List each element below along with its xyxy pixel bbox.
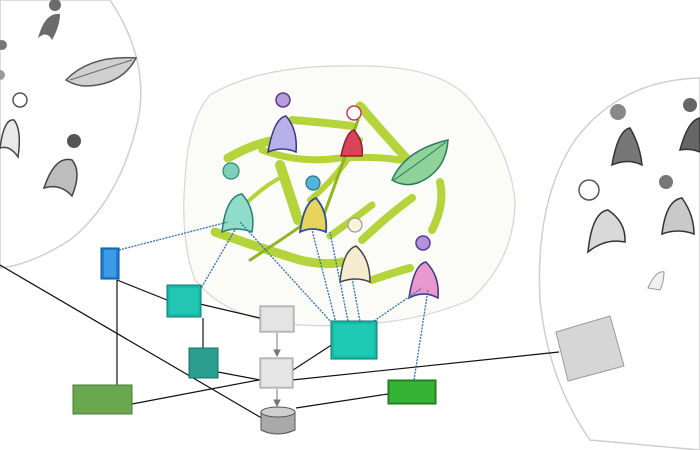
node-gray-right[interactable] xyxy=(555,315,625,382)
person-icon xyxy=(38,0,61,40)
person-red-icon xyxy=(340,105,364,157)
center-sketch-panel xyxy=(183,65,516,327)
person-purple-icon xyxy=(267,92,298,154)
person-icon xyxy=(578,179,626,254)
right-sketch-panel xyxy=(538,77,700,450)
left-sketch-panel xyxy=(0,0,142,269)
node-teal-2[interactable] xyxy=(188,347,219,379)
person-icon xyxy=(659,175,695,236)
person-teal-icon xyxy=(221,162,254,234)
leaf-icon xyxy=(391,139,449,186)
leaf-icon xyxy=(64,56,138,87)
person-pink-icon xyxy=(408,235,439,300)
node-green-small[interactable] xyxy=(387,379,437,405)
person-icon xyxy=(42,134,81,198)
person-icon xyxy=(0,40,7,50)
person-cream-icon xyxy=(339,217,371,284)
node-blue[interactable] xyxy=(100,247,120,280)
node-teal-1[interactable] xyxy=(166,284,202,318)
connector-lines xyxy=(0,221,560,421)
node-gray-1[interactable] xyxy=(259,305,295,333)
person-icon xyxy=(678,98,700,153)
node-gray-cylinder[interactable] xyxy=(260,406,296,435)
person-icon xyxy=(647,271,665,291)
diagram-nodes xyxy=(72,247,625,435)
person-icon xyxy=(0,92,28,160)
node-teal-big[interactable] xyxy=(330,320,378,360)
person-icon xyxy=(610,104,643,167)
node-green-wide[interactable] xyxy=(72,384,133,415)
person-icon xyxy=(0,70,5,80)
person-blue-yellow-icon xyxy=(298,175,328,234)
node-gray-2[interactable] xyxy=(259,357,294,389)
